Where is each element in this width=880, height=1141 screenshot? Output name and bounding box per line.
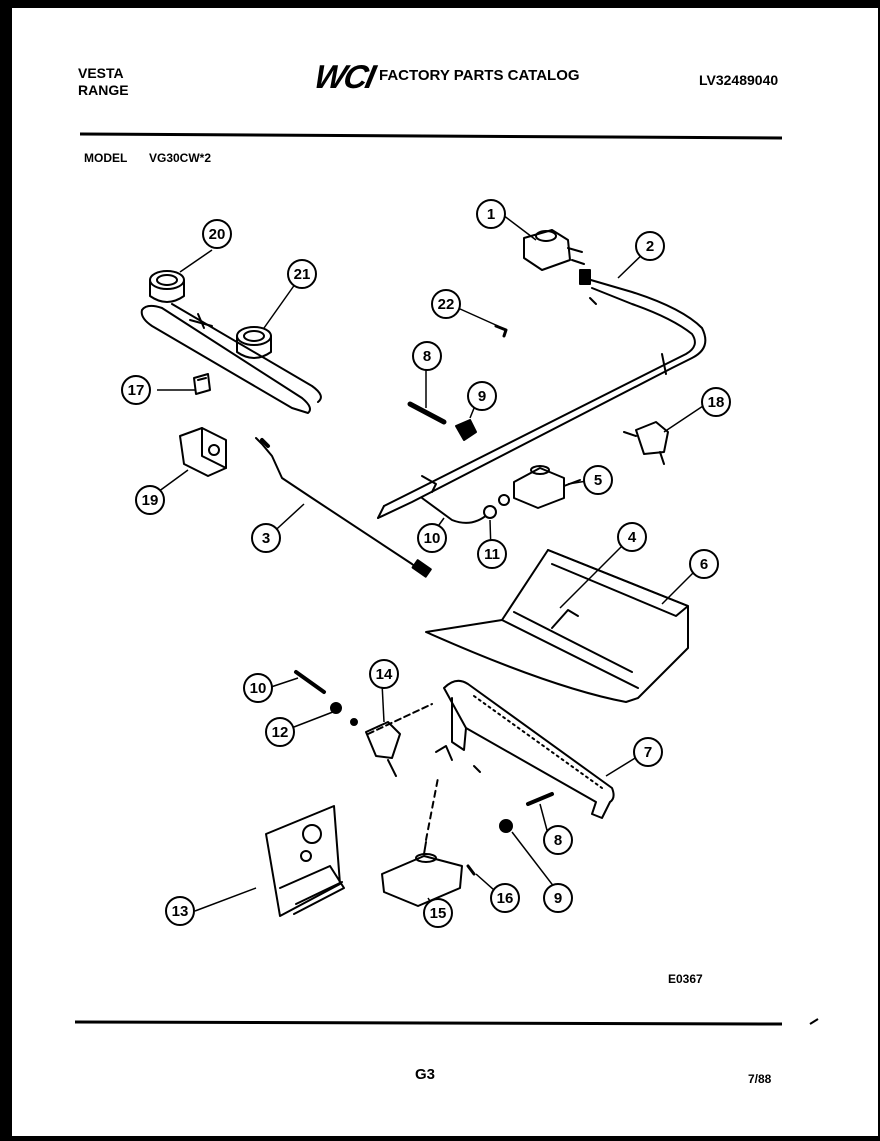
side-valve — [623, 421, 669, 465]
catalog-title: FACTORY PARTS CATALOG — [379, 67, 580, 84]
model-value: VG30CW*2 — [149, 151, 212, 165]
callout-2: 2 — [635, 231, 665, 261]
oven-burner — [435, 679, 615, 819]
brand-line-1: VESTA — [78, 65, 124, 81]
exploded-parts-diagram: 1 2 3 4 5 6 7 8 9 10 11 12 13 14 15 16 1… — [74, 132, 819, 1026]
svg-text:10: 10 — [250, 680, 267, 697]
model-label: MODEL — [84, 151, 128, 165]
callout-14: 14 — [369, 659, 399, 689]
broiler-pan — [425, 549, 689, 703]
callout-11: 11 — [477, 539, 507, 569]
svg-text:15: 15 — [430, 905, 447, 922]
top-burner-assembly — [140, 270, 322, 414]
nut — [499, 819, 513, 833]
mounting-plate — [265, 805, 345, 917]
svg-text:8: 8 — [423, 348, 431, 365]
svg-text:13: 13 — [172, 903, 189, 920]
callout-10-lower: 10 — [243, 673, 273, 703]
brand-line-2: RANGE — [78, 82, 129, 98]
svg-text:1: 1 — [487, 206, 495, 223]
gas-valve — [523, 229, 585, 271]
callout-10: 10 — [417, 523, 447, 553]
orifice-holder — [193, 373, 211, 395]
svg-text:9: 9 — [554, 890, 562, 907]
callout-3: 3 — [251, 523, 281, 553]
callout-labels: 1 2 3 4 5 6 7 8 9 10 11 12 13 14 15 16 1… — [121, 199, 731, 928]
callout-17: 17 — [121, 375, 151, 405]
svg-text:2: 2 — [646, 238, 654, 255]
svg-text:21: 21 — [294, 266, 311, 283]
svg-text:5: 5 — [594, 472, 602, 489]
page-number: G3 — [415, 1066, 436, 1083]
callout-4: 4 — [617, 522, 647, 552]
footer-rule — [74, 1020, 783, 1026]
callout-18: 18 — [701, 387, 731, 417]
svg-text:18: 18 — [708, 394, 725, 411]
callout-9-lower: 9 — [543, 883, 573, 913]
screw — [526, 792, 554, 806]
svg-text:3: 3 — [262, 530, 270, 547]
nut — [455, 419, 477, 441]
callout-21: 21 — [287, 259, 317, 289]
svg-text:14: 14 — [376, 666, 393, 683]
callout-5: 5 — [583, 465, 613, 495]
svg-text:4: 4 — [628, 529, 637, 546]
callout-1: 1 — [476, 199, 506, 229]
catalog-number: LV32489040 — [699, 72, 779, 88]
callout-15: 15 — [423, 898, 453, 928]
nut — [330, 702, 342, 714]
svg-text:10: 10 — [424, 530, 441, 547]
regulator — [498, 465, 581, 509]
svg-text:12: 12 — [272, 724, 289, 741]
header-rule — [79, 132, 783, 140]
callout-19: 19 — [135, 485, 165, 515]
callout-8-lower: 8 — [543, 825, 573, 855]
igniter-bracket — [365, 721, 401, 759]
thermostat-valve — [381, 777, 463, 907]
pilot-tube — [421, 497, 497, 524]
callout-7: 7 — [633, 737, 663, 767]
callout-22: 22 — [431, 289, 461, 319]
parts-catalog-page: VESTA RANGE WCI FACTORY PARTS CATALOG LV… — [12, 8, 878, 1136]
svg-text:17: 17 — [128, 382, 145, 399]
callout-8: 8 — [412, 341, 442, 371]
svg-text:22: 22 — [438, 296, 455, 313]
rod — [294, 670, 326, 694]
callout-13: 13 — [165, 896, 195, 926]
screw — [407, 401, 447, 425]
svg-text:6: 6 — [700, 556, 708, 573]
svg-text:16: 16 — [497, 890, 514, 907]
supply-tube — [255, 437, 432, 578]
catalog-date: 7/88 — [748, 1072, 772, 1086]
svg-text:8: 8 — [554, 832, 562, 849]
svg-text:19: 19 — [142, 492, 159, 509]
callout-20: 20 — [202, 219, 232, 249]
figure-code: E0367 — [668, 972, 703, 986]
small-clip — [494, 324, 508, 338]
svg-text:9: 9 — [478, 388, 486, 405]
small-screw — [466, 864, 476, 876]
svg-text:11: 11 — [484, 546, 500, 563]
mounting-bracket — [179, 427, 227, 477]
svg-text:7: 7 — [644, 744, 652, 761]
manifold-pipe — [377, 269, 707, 519]
svg-text:20: 20 — [209, 226, 226, 243]
callout-12: 12 — [265, 717, 295, 747]
callout-16: 16 — [490, 883, 520, 913]
callout-9: 9 — [467, 381, 497, 411]
callout-6: 6 — [689, 549, 719, 579]
